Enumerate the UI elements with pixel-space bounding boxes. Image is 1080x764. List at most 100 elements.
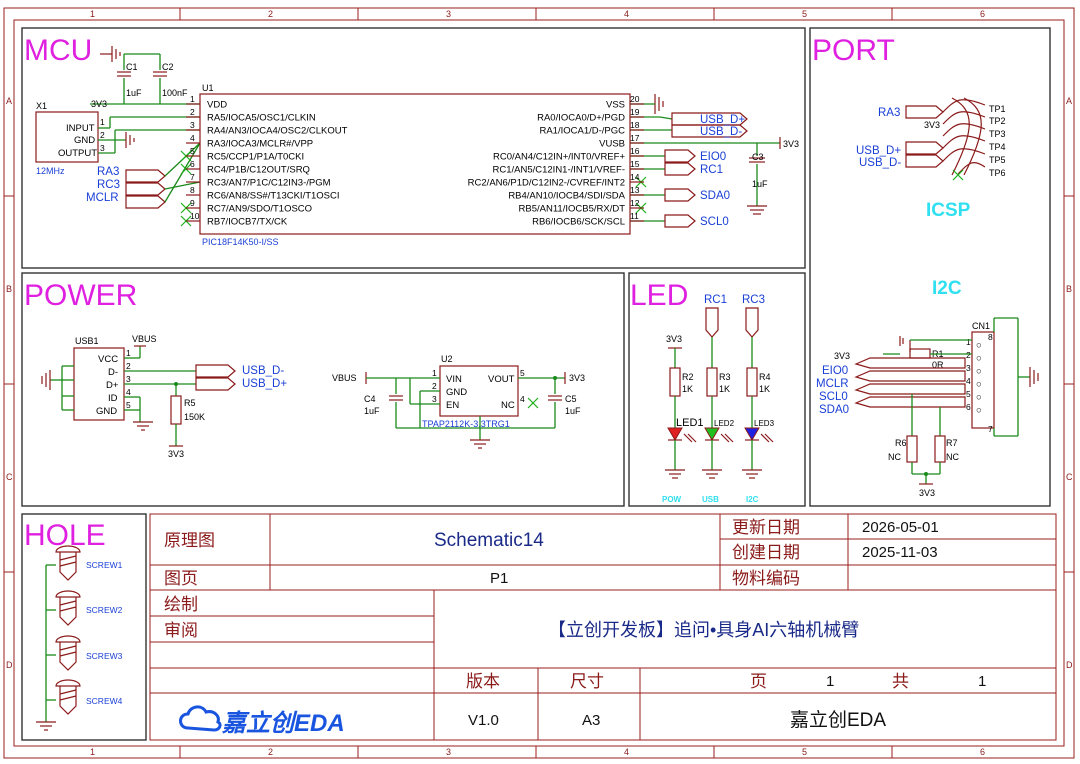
- tb-version-value: V1.0: [468, 712, 499, 729]
- usb-pin-num: 5: [126, 400, 131, 410]
- tb-create-value: 2025-11-03: [862, 544, 938, 561]
- mcu-pin-name: RB6/IOCB6/SCK/SCL: [532, 217, 625, 228]
- mcu-chip-pins: VDD1RA5/IOCA5/OSC1/CLKIN2RA4/AN3/IOCA4/O…: [186, 94, 644, 228]
- usb-pin-label: GND: [96, 406, 117, 417]
- tp-label: TP2: [989, 116, 1006, 126]
- grid-col: 5: [802, 9, 807, 19]
- cn1-pin-num: 4: [966, 376, 971, 386]
- grid-col: 6: [980, 747, 985, 757]
- grid-column-labels-bottom: 1 2 3 4 5 6: [90, 747, 985, 757]
- usb-pin-num: 1: [126, 348, 131, 358]
- mcu-pin-number: 9: [190, 198, 195, 208]
- mcu-chip-u1: [199, 93, 631, 235]
- test-points: [942, 97, 986, 181]
- r5-ref: R5: [184, 398, 196, 408]
- section-title-mcu: MCU: [24, 34, 92, 67]
- usb-pin-label: D+: [106, 380, 119, 391]
- x1-pin-num: 3: [100, 143, 105, 153]
- x1-pin-label: OUTPUT: [58, 148, 97, 159]
- screw-label: SCREW3: [86, 651, 123, 661]
- svg-text:○: ○: [976, 379, 982, 390]
- cn1-pin-num: 2: [966, 350, 971, 360]
- tb-page-label: 图页: [164, 569, 198, 589]
- mcu-net-label: RA3: [97, 166, 119, 178]
- tb-size-label: 尺寸: [570, 672, 604, 692]
- mcu-net-label: MCLR: [86, 192, 119, 204]
- u2-vbus: VBUS: [332, 373, 357, 383]
- tb-draw-label: 绘制: [164, 595, 198, 615]
- section-title-port: PORT: [812, 34, 895, 67]
- u1-ref: U1: [202, 83, 214, 93]
- crystal-x1: [35, 111, 99, 163]
- mcu-pin-number: 19: [630, 107, 640, 117]
- x1-pin-label: GND: [74, 135, 95, 146]
- net-3v3: 3V3: [91, 99, 107, 109]
- c3-value: 1uF: [752, 179, 768, 189]
- grid-row: A: [6, 96, 12, 106]
- grid-col: 1: [90, 9, 95, 19]
- mcu-pin-number: 12: [630, 198, 640, 208]
- mcu-net-label: RC1: [700, 164, 723, 176]
- mcu-pin-number: 8: [190, 185, 195, 195]
- cn-net-label: EIO0: [822, 365, 848, 377]
- cn1-pin-num: 8: [988, 332, 993, 342]
- u2-pin-label: VIN: [446, 374, 462, 385]
- mcu-pin-name: RA5/IOCA5/OSC1/CLKIN: [207, 113, 316, 124]
- tb-review-label: 审阅: [164, 621, 198, 641]
- mcu-pin-number: 7: [190, 172, 195, 182]
- sheet-frame: [3, 7, 1075, 759]
- grid-row: D: [6, 660, 13, 670]
- title-block: 原理图 Schematic14 更新日期 2026-05-01 创建日期 202…: [149, 513, 1057, 741]
- port-net-ra3: RA3: [878, 107, 900, 119]
- usb1-ref: USB1: [75, 336, 99, 346]
- usb-pin-num: 3: [126, 374, 131, 384]
- c1-value: 1uF: [126, 88, 142, 98]
- mcu-pin-name: RA1/IOCA1/D-/PGC: [539, 126, 625, 137]
- port-bottom-3v3: 3V3: [919, 488, 935, 498]
- led-net-rc1: RC1: [704, 294, 727, 306]
- c5-ref: C5: [565, 394, 577, 404]
- mcu-pin-name: RC4/P1B/C12OUT/SRQ: [207, 165, 310, 176]
- cn-net-label: SDA0: [819, 404, 849, 416]
- grid-column-labels-top: 1 2 3 4 5 6: [90, 9, 985, 19]
- u2-pin-label: VOUT: [488, 374, 515, 385]
- u2-pin-label: EN: [446, 400, 459, 411]
- mcu-net-label: EIO0: [700, 151, 726, 163]
- led-3v3: 3V3: [666, 334, 682, 344]
- svg-text:○: ○: [976, 340, 982, 351]
- mcu-pin-name: RB7/IOCB7/TX/CK: [207, 217, 288, 228]
- r5-3v3: 3V3: [168, 449, 184, 459]
- tb-ye-value: 1: [826, 673, 834, 690]
- tb-page-value: P1: [490, 570, 508, 587]
- led-ref: LED1: [676, 417, 704, 429]
- mcu-pin-name: RC1/AN5/C12IN1-/INT1/VREF-: [492, 165, 625, 176]
- mcu-pin-name: RA4/AN3/IOCA4/OSC2/CLKOUT: [207, 126, 348, 137]
- icsp-label: ICSP: [926, 200, 971, 221]
- i2c-label: I2C: [932, 278, 962, 299]
- mcu-pin-name: VDD: [207, 100, 227, 111]
- tb-size-value: A3: [582, 712, 600, 729]
- cn1-ref: CN1: [972, 321, 990, 331]
- grid-row: A: [1066, 96, 1072, 106]
- ldo-regulator-u2: [439, 365, 519, 417]
- mcu-pin-name: RC7/AN9/SDO/T1OSCO: [207, 204, 312, 215]
- u2-pin-label: GND: [446, 387, 467, 398]
- screw-icon: [46, 679, 81, 715]
- logo-text: 嘉立创EDA: [221, 710, 345, 737]
- mcu-pin-name: VUSB: [599, 139, 625, 150]
- tb-create-label: 创建日期: [732, 543, 800, 563]
- grid-row-labels-left: A B C D: [6, 96, 13, 670]
- u2-pin-num: 1: [432, 368, 437, 378]
- svg-text:○: ○: [976, 405, 982, 416]
- screw-label: SCREW1: [86, 560, 123, 570]
- grid-row: C: [6, 472, 13, 482]
- grid-row-labels-right: A B C D: [1066, 96, 1073, 670]
- grid-row: B: [6, 284, 12, 294]
- mcu-pin-name: RC0/AN4/C12IN+/INT0/VREF+: [493, 152, 625, 163]
- tb-company: 嘉立创EDA: [790, 709, 886, 731]
- cn-net-label: SCL0: [819, 391, 848, 403]
- power-net-label: USB_D-: [242, 365, 284, 377]
- grid-col: 1: [90, 747, 95, 757]
- mcu-pin-number: 10: [190, 211, 200, 221]
- mcu-pin-name: RC2/AN6/P1D/C12IN2-/CVREF/INT2: [468, 178, 625, 189]
